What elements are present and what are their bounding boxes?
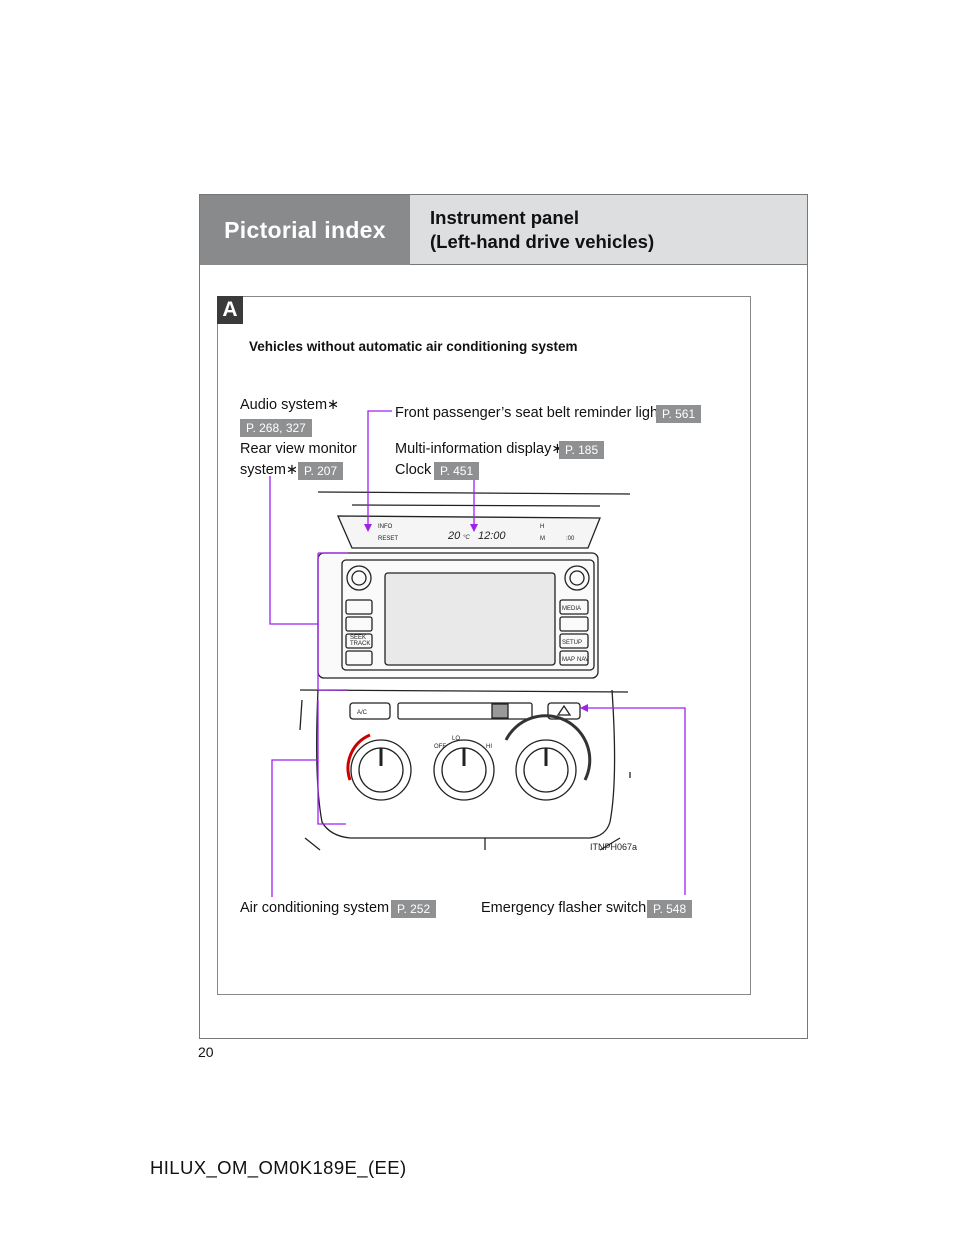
- rear-view-monitor-label-line1: Rear view monitor: [240, 441, 357, 457]
- multi-information-page-ref[interactable]: P. 185: [559, 441, 605, 459]
- device-track-label: TRACK: [350, 641, 370, 647]
- device-map-label: MAP: [562, 657, 575, 663]
- emergency-flasher-page-ref[interactable]: P. 548: [647, 900, 693, 918]
- figure-badge: A: [217, 296, 243, 324]
- illustration-box: [217, 296, 751, 995]
- device-info-label: INFO: [378, 524, 393, 530]
- device-h-label: H: [540, 524, 544, 530]
- device-off-label: OFF: [434, 744, 446, 750]
- device-reset-label: RESET: [378, 536, 398, 542]
- audio-system-callout: Audio system∗: [240, 397, 339, 413]
- air-conditioning-label: Air conditioning system: [240, 900, 390, 916]
- seat-belt-reminder-label: Front passenger’s seat belt reminder lig…: [395, 405, 663, 421]
- rear-view-monitor-page-ref[interactable]: P. 207: [298, 462, 344, 480]
- page-frame: [199, 194, 808, 1039]
- device-temp-unit: °C: [463, 535, 470, 541]
- audio-system-label: Audio system: [240, 397, 328, 413]
- page-number: 20: [198, 1044, 214, 1060]
- device-setup-label: SETUP: [562, 640, 582, 646]
- footnote-mark: ∗: [327, 397, 340, 413]
- clock-page-ref[interactable]: P. 451: [434, 462, 480, 480]
- callout-line-seat-belt: [367, 410, 392, 530]
- header-title-bar: [410, 195, 807, 265]
- callout-line-emergency-flasher: [582, 707, 686, 895]
- rear-view-monitor-callout: system∗: [240, 462, 298, 478]
- device-clock-readout: 12:00: [478, 530, 506, 542]
- device-ac-label: A/C: [357, 710, 368, 716]
- image-code: ITNPH067a: [590, 842, 637, 852]
- emergency-flasher-label: Emergency flasher switch: [481, 900, 647, 916]
- multi-information-label: Multi-information display: [395, 441, 552, 457]
- page-title-line1: Instrument panel: [430, 207, 580, 228]
- figure-subtitle: Vehicles without automatic air condition…: [249, 339, 578, 354]
- clock-label: Clock: [395, 462, 432, 478]
- page-title-line2: (Left-hand drive vehicles): [430, 231, 655, 252]
- device-lo-label: LO: [452, 736, 460, 742]
- device-zero-label: :00: [566, 536, 575, 542]
- seat-belt-reminder-page-ref[interactable]: P. 561: [656, 405, 702, 423]
- callout-line-audio: [269, 476, 318, 625]
- section-tab: Pictorial index: [200, 195, 410, 265]
- footnote-mark: ∗: [285, 462, 299, 478]
- multi-information-callout: Multi-information display∗: [395, 441, 564, 457]
- device-nav-label: NAV: [577, 657, 589, 663]
- document-footer: HILUX_OM_OM0K189E_(EE): [150, 1157, 407, 1178]
- device-m-label: M: [540, 536, 545, 542]
- air-conditioning-page-ref[interactable]: P. 252: [391, 900, 437, 918]
- audio-system-page-ref[interactable]: P. 268, 327: [240, 419, 312, 437]
- device-media-label: MEDIA: [562, 606, 581, 612]
- device-hi-label: HI: [486, 744, 492, 750]
- device-temp-readout: 20: [447, 530, 461, 542]
- callout-line-air-conditioning: [271, 759, 318, 897]
- rear-view-monitor-label-line2: system: [240, 462, 286, 478]
- device-seek-label: SEEK: [350, 635, 366, 641]
